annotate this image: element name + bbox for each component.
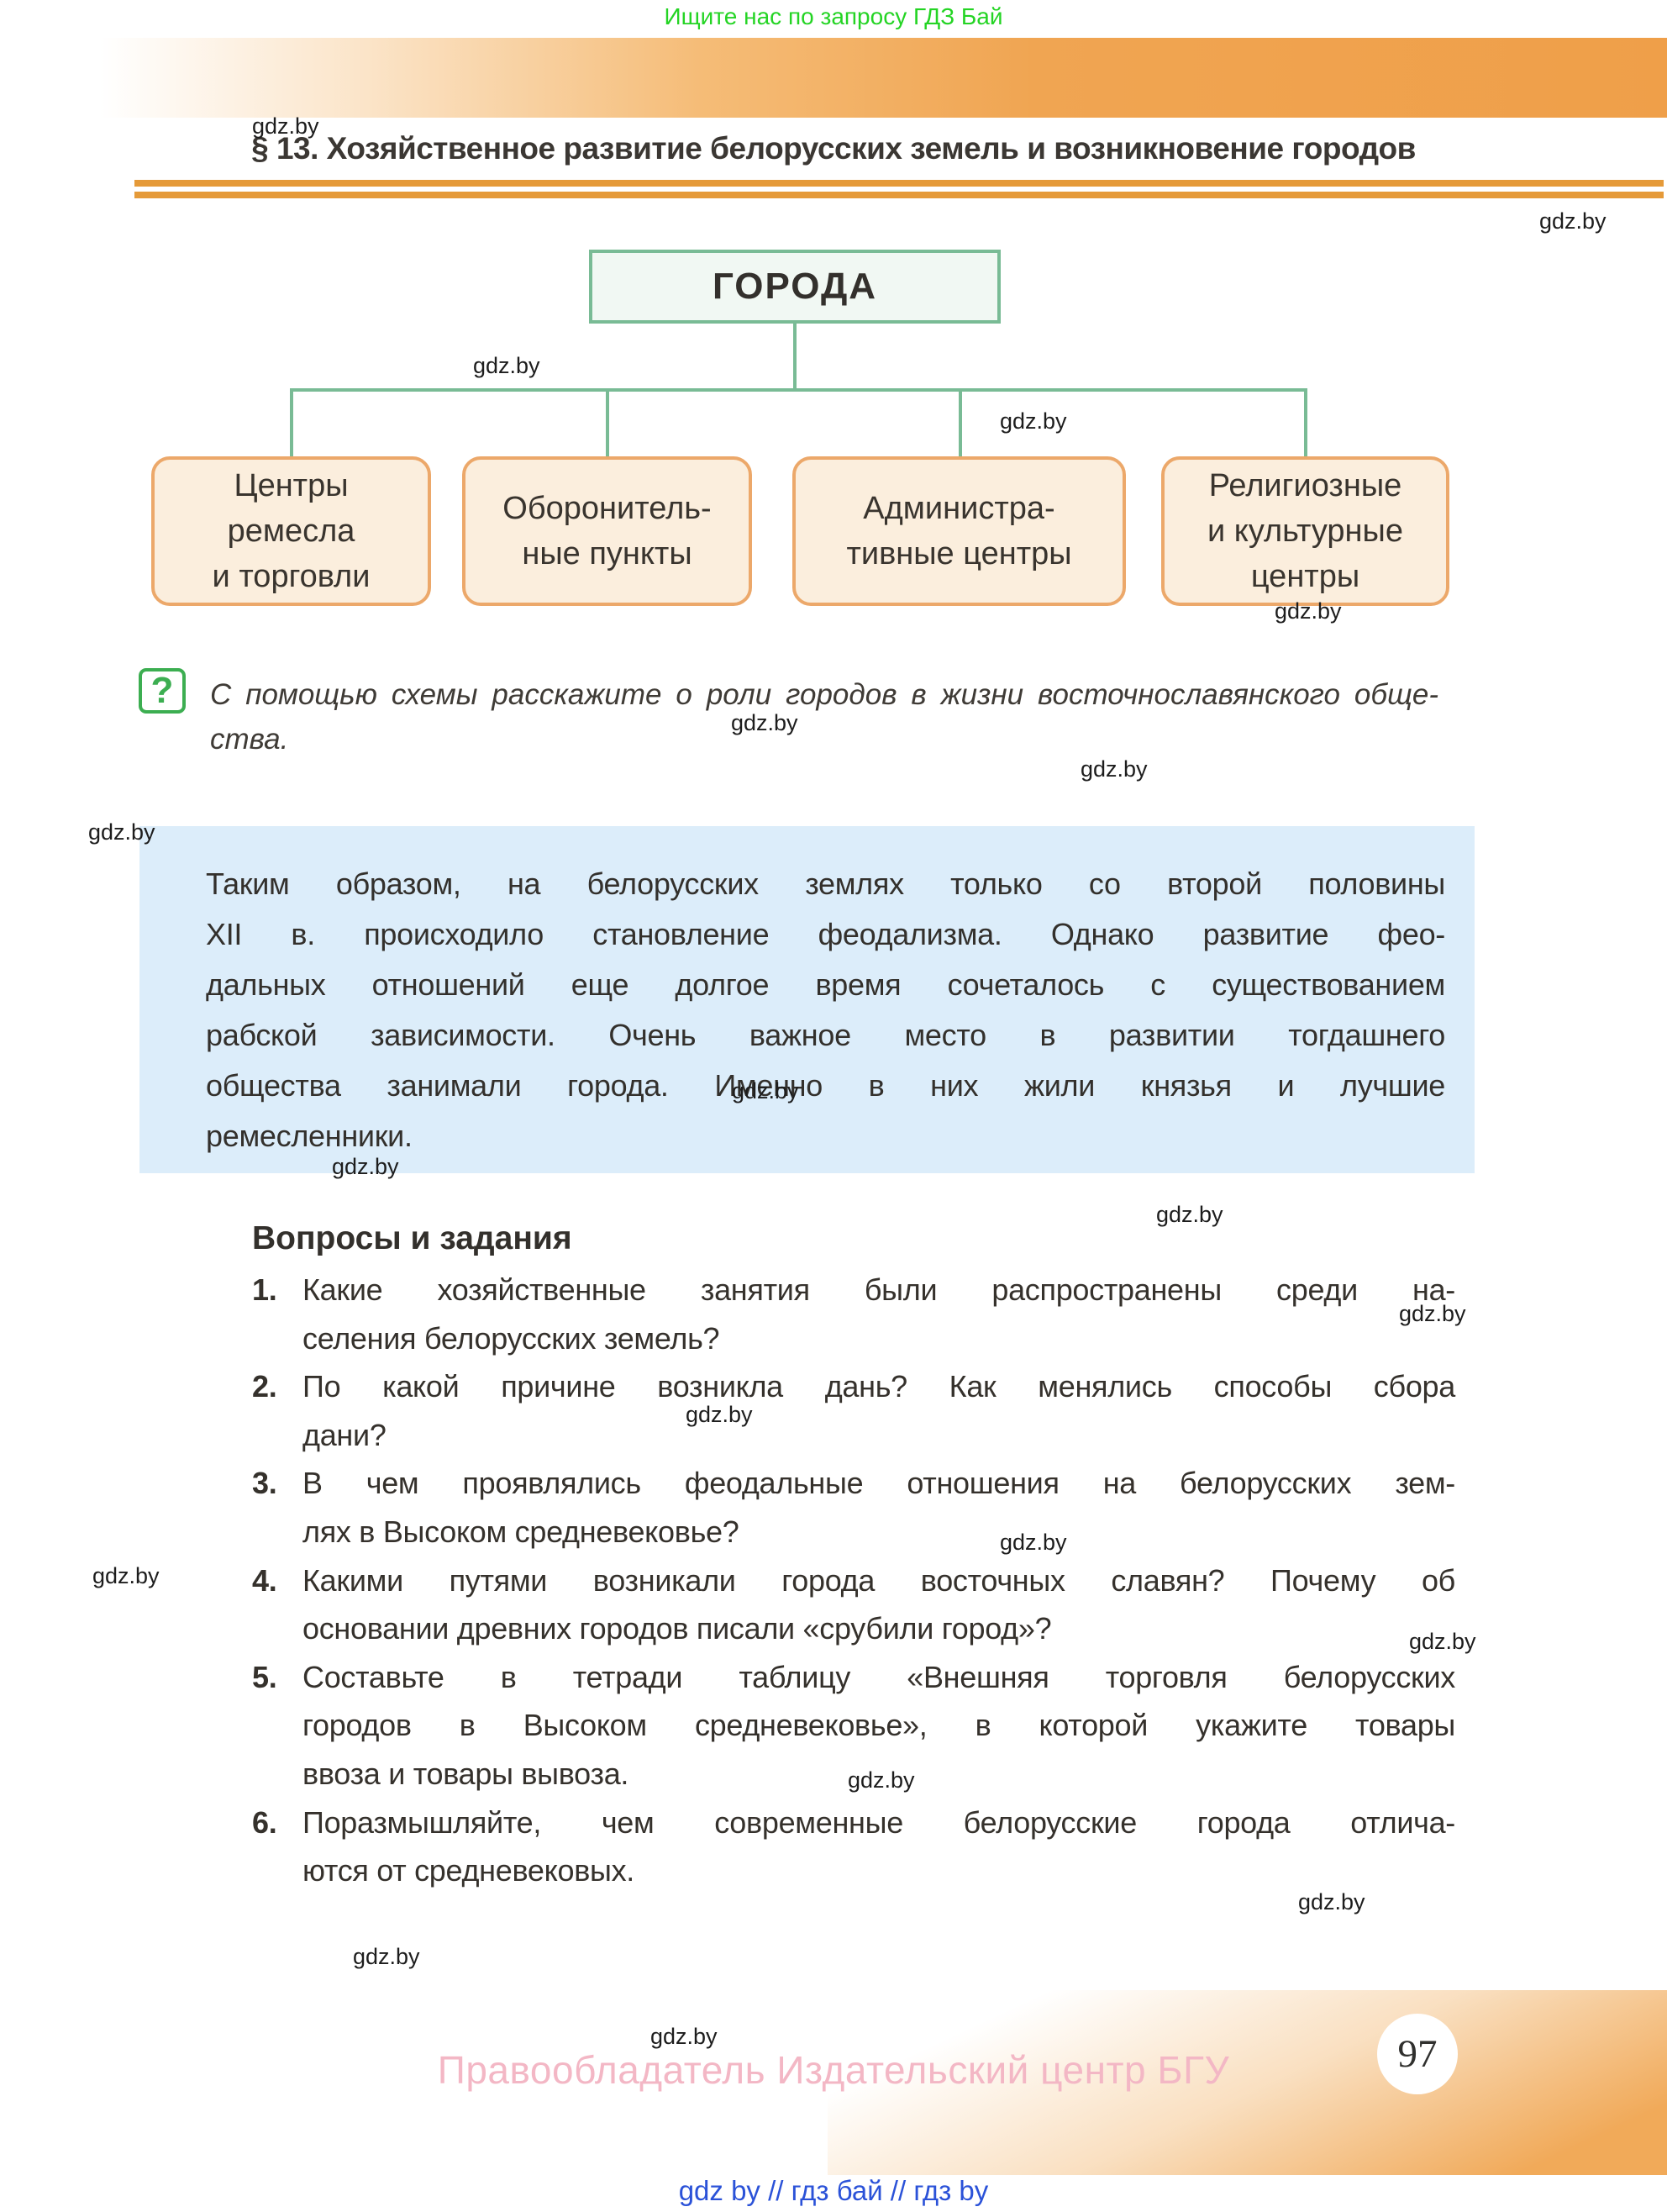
footer-links[interactable]: gdz by // гдз бай // гдз by [678,2175,989,2206]
gdz-watermark: gdz.by [1399,1301,1466,1326]
title-rule-top [134,180,1664,187]
gdz-watermark: gdz.by [252,113,319,139]
prompt-line: ства. [210,723,289,756]
gdz-watermark: gdz.by [1298,1889,1365,1914]
question-number: 5. [252,1659,277,1694]
diagram-child-box: Центры ремесла и торговли [151,456,431,606]
gdz-watermark: gdz.by [686,1402,753,1427]
question-line: 4.Какими путями возникали города восточн… [252,1556,1455,1605]
question-line: ются от средневековых. [302,1853,634,1888]
summary-text: Таким образом, на белорусских землях тол… [206,859,1445,1161]
title-rule-bottom [134,192,1664,198]
gdz-watermark: gdz.by [848,1767,915,1793]
question-line: 5.Составьте в тетради таблицу «Внешняя т… [252,1653,1455,1702]
diagram-connector-drop [959,390,962,457]
question-line: 3.В чем проявлялись феодальные отношения… [252,1459,1455,1508]
question-line: 6.Поразмышляйте, чем современные белорус… [252,1799,1455,1847]
question-prompt: С помощью схемы расскажите о роли городо… [210,672,1438,761]
diagram-child-box: Оборонитель-ные пункты [462,456,752,606]
diagram-child-label-line: Центры [234,468,349,503]
question-mark-icon: ? [139,668,186,714]
question-line: селения белорусских земель? [302,1320,720,1356]
question-item: 4.Какими путями возникали города восточн… [252,1556,1455,1653]
question-line: городов в Высоком средневековье», в кото… [302,1708,1455,1743]
gdz-watermark: gdz.by [92,1563,160,1588]
gdz-watermark: gdz.by [473,353,540,378]
gdz-watermark: gdz.by [332,1154,399,1179]
diagram-child-label-line: ные пункты [522,536,692,571]
page-title: § 13. Хозяйственное развитие белорусских… [251,131,1416,166]
question-mark-glyph: ? [150,670,174,711]
diagram-child-label-line: и торговли [212,559,371,594]
diagram-connector-stub [793,324,797,390]
gdz-watermark: gdz.by [1156,1202,1223,1227]
question-line: 1.Какие хозяйственные занятия были распр… [252,1266,1455,1314]
diagram-connector-drop [606,390,609,457]
gdz-watermark: gdz.by [88,819,155,845]
gdz-watermark: gdz.by [732,1078,799,1103]
question-line: лях в Высоком средневековье? [302,1514,739,1549]
summary-line: дальных отношений еще долгое время сочет… [206,967,1445,1002]
question-number: 4. [252,1562,277,1598]
diagram-child-box: Религиозные и культурные центры [1161,456,1449,606]
copyright-text: Правообладатель Издательский центр БГУ [437,2048,1230,2092]
diagram-child-label-line: центры [1250,559,1360,594]
summary-line: общества занимали города. Именно в них ж… [206,1068,1445,1103]
diagram-connector-drop [1304,390,1307,457]
diagram-root-label: ГОРОДА [712,266,878,307]
question-number: 2. [252,1369,277,1404]
gdz-watermark: gdz.by [1081,756,1148,782]
diagram-root-box: ГОРОДА [589,250,1001,324]
page-number-badge: 97 [1377,2014,1458,2094]
question-item: 5.Составьте в тетради таблицу «Внешняя т… [252,1653,1455,1799]
question-line: основании древних городов писали «срубил… [302,1611,1052,1646]
summary-line: рабской зависимости. Очень важное место … [206,1018,1445,1052]
question-number: 1. [252,1272,277,1307]
diagram-child-label-line: и культурные [1207,514,1403,549]
gdz-watermark: gdz.by [1000,1530,1067,1555]
gdz-watermark: gdz.by [1409,1629,1476,1654]
question-item: 3.В чем проявлялись феодальные отношения… [252,1459,1455,1556]
question-item: 1.Какие хозяйственные занятия были распр… [252,1266,1455,1362]
summary-line: ремесленники. [206,1119,413,1153]
diagram-child-label-line: тивные центры [846,536,1072,571]
questions-heading: Вопросы и задания [252,1220,572,1256]
diagram-child-label-line: Администра- [863,491,1055,526]
question-line: 2.По какой причине возникла дань? Как ме… [252,1362,1455,1411]
gdz-watermark: gdz.by [731,710,798,735]
gdz-watermark: gdz.by [1000,408,1067,434]
question-item: 2.По какой причине возникла дань? Как ме… [252,1362,1455,1459]
question-number: 3. [252,1466,277,1501]
question-number: 6. [252,1804,277,1840]
footer-gradient [828,1990,1667,2175]
gdz-watermark: gdz.by [650,2024,718,2049]
gdz-watermark: gdz.by [1275,598,1342,624]
diagram-child-label-line: ремесла [227,514,355,549]
header-gradient-bar [0,38,1667,118]
page-number: 97 [1397,2032,1438,2076]
question-line: ввоза и товары вывоза. [302,1756,629,1791]
summary-highlight-box [139,826,1475,1173]
diagram-child-label-line: Религиозные [1208,468,1402,503]
gdz-watermark: gdz.by [353,1944,420,1969]
question-line: дани? [302,1417,387,1452]
diagram-connector-drop [290,390,293,457]
diagram-child-box: Администра-тивные центры [792,456,1126,606]
gdz-watermark: gdz.by [1539,208,1607,234]
questions-list: 1.Какие хозяйственные занятия были распр… [252,1266,1455,1895]
question-item: 6.Поразмышляйте, чем современные белорус… [252,1799,1455,1895]
top-banner-text: Ищите нас по запросу ГДЗ Бай [664,3,1003,29]
diagram-connector-horizontal [290,388,1307,392]
diagram-child-label-line: Оборонитель- [502,491,712,526]
summary-line: XII в. происходило становление феодализм… [206,917,1445,951]
prompt-line: С помощью схемы расскажите о роли городо… [210,678,1438,711]
summary-line: Таким образом, на белорусских землях тол… [206,866,1445,901]
